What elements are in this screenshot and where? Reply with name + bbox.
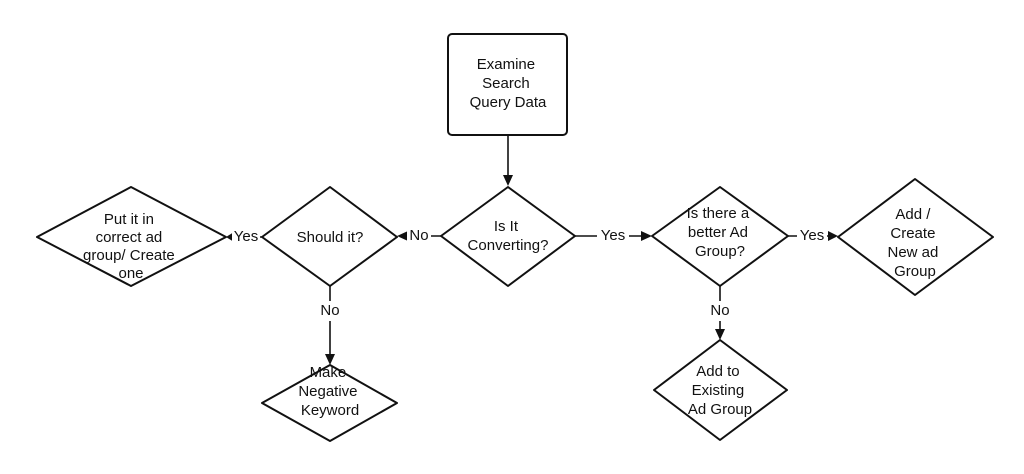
flowchart-edge-labels: No Yes Yes No Yes No <box>232 226 827 321</box>
node-add-create-new-ad-group: Add / Create New ad Group <box>837 178 994 296</box>
node-should-text: Should it? <box>297 229 364 246</box>
edge-label-better-to-create: Yes <box>800 227 824 244</box>
node-put-in-correct-ad-group: Put it in correct ad group/ Create one <box>36 186 227 287</box>
edge-label-should-to-put: Yes <box>234 228 258 245</box>
node-examine-text: Examine Search Query Data <box>470 56 547 111</box>
node-is-there-better-ad-group: Is there a better Ad Group? <box>651 186 789 287</box>
node-better-text: Is there a better Ad Group? <box>687 205 754 260</box>
edge-label-better-to-existing: No <box>710 302 729 319</box>
node-make-negative-keyword: Make Negative Keyword <box>261 364 398 442</box>
node-converting-text: Is It Converting? <box>468 218 549 254</box>
node-should-it: Should it? <box>261 186 398 287</box>
edge-label-converting-to-should: No <box>409 227 428 244</box>
node-add-to-existing-ad-group: Add to Existing Ad Group <box>653 339 788 441</box>
arrowhead-better-to-create <box>828 231 838 241</box>
edge-label-should-to-negative: No <box>320 302 339 319</box>
arrowhead-examine-to-converting <box>503 175 513 186</box>
arrowhead-converting-to-better <box>641 231 652 241</box>
node-examine-search-query-data: Examine Search Query Data <box>447 33 568 136</box>
arrowhead-converting-to-should <box>397 231 408 241</box>
node-put-text: Put it in correct ad group/ Create one <box>83 211 179 282</box>
node-create-text: Add / Create New ad Group <box>887 206 942 280</box>
arrowhead-should-to-negative <box>325 354 335 365</box>
edge-label-converting-to-better: Yes <box>601 227 625 244</box>
node-is-it-converting: Is It Converting? <box>440 186 576 287</box>
node-negative-text: Make Negative Keyword <box>298 364 361 419</box>
arrowhead-better-to-existing <box>715 329 725 340</box>
node-existing-text: Add to Existing Ad Group <box>688 363 752 418</box>
